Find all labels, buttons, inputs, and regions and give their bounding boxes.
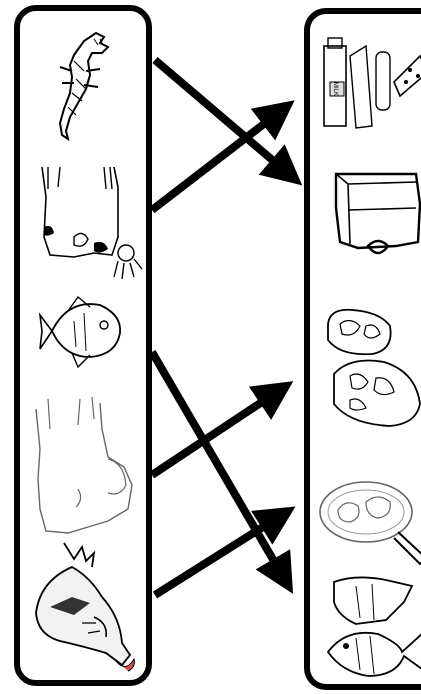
handbag-icon[interactable]: [328, 164, 421, 264]
animals-panel: [14, 5, 152, 686]
arrow-hen-to-fried-egg: [155, 515, 282, 595]
products-panel: MILK: [304, 8, 421, 690]
elephant-icon[interactable]: [28, 389, 140, 539]
fried-egg-pan-icon[interactable]: [316, 462, 421, 572]
fish-food-icon[interactable]: [316, 572, 421, 690]
meat-icon[interactable]: [320, 304, 421, 434]
arrow-elephant-to-meat: [152, 390, 280, 475]
crocodile-icon[interactable]: [44, 31, 124, 141]
milk-cheese-icon[interactable]: MILK: [320, 36, 421, 136]
arrow-cow-to-milk: [152, 110, 282, 210]
cow-icon[interactable]: [34, 157, 144, 287]
arrow-fish-to-fish-food: [152, 352, 285, 580]
hen-icon[interactable]: [30, 537, 145, 677]
arrow-crocodile-to-handbag: [155, 60, 290, 175]
fish-icon[interactable]: [38, 291, 128, 371]
milk-label: MILK: [332, 82, 338, 96]
